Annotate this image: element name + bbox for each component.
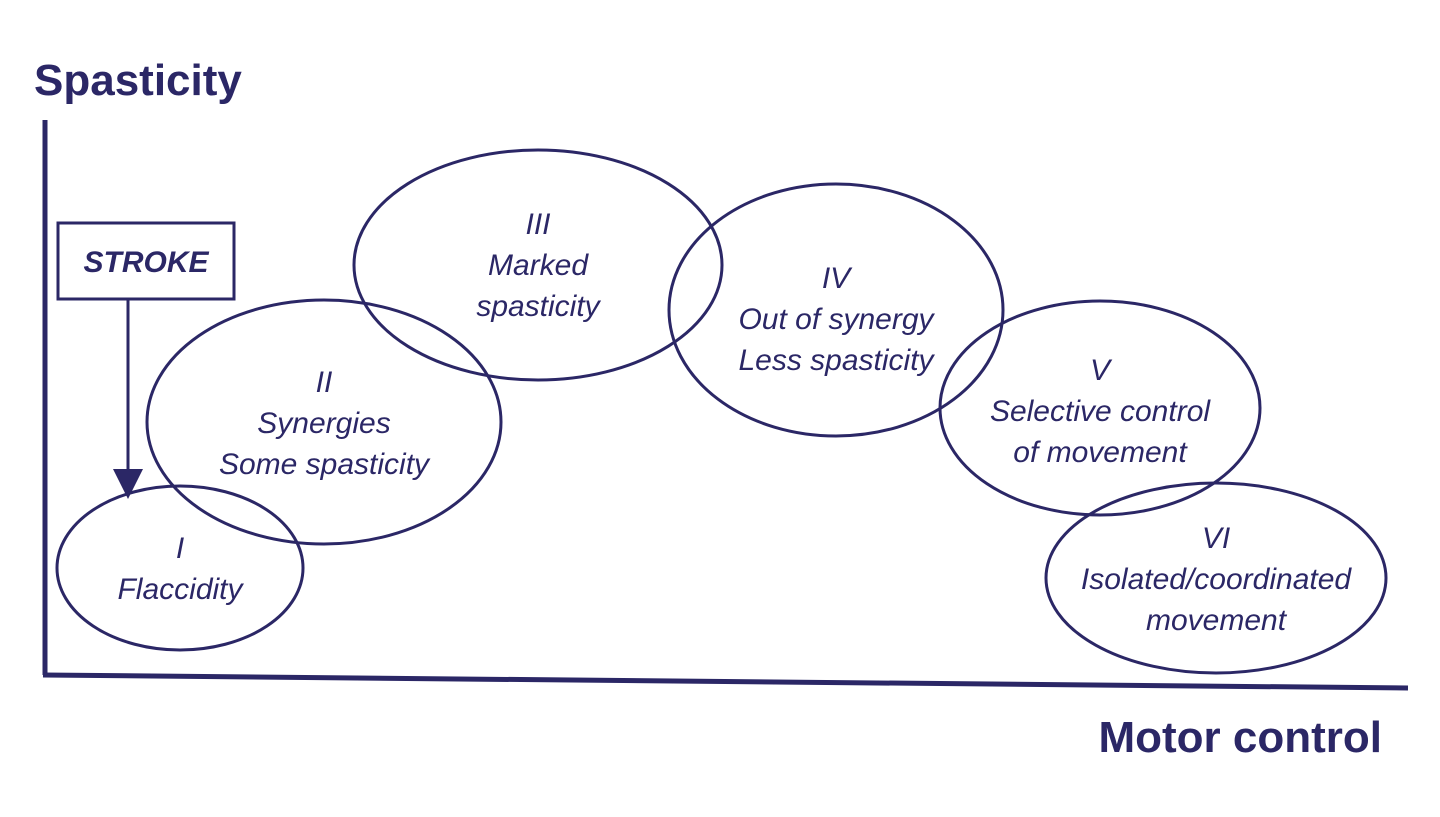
stroke-box-frame [56, 221, 236, 301]
stage-3-numeral: III [525, 208, 550, 241]
stage-5-label-line: of movement [1013, 436, 1188, 469]
stage-ellipse-6 [1044, 481, 1388, 675]
stage-ellipses [55, 148, 1388, 675]
x-axis-title: Motor control [1098, 713, 1382, 762]
stage-4-numeral: IV [822, 262, 853, 295]
stage-3-label-line: spasticity [476, 290, 601, 323]
stage-ellipse-4 [667, 182, 1005, 438]
stage-5-label-line: Selective control [990, 395, 1211, 428]
stage-1-numeral: I [176, 532, 184, 565]
x-axis-line [42, 672, 1409, 691]
stage-2-label-line: Synergies [257, 407, 390, 440]
stage-ellipse-3 [352, 148, 724, 382]
stroke-box: STROKE [56, 221, 236, 301]
stage-6-numeral: VI [1202, 522, 1230, 555]
stage-2-label-line: Some spasticity [219, 448, 431, 481]
stage-ellipse-5 [938, 299, 1262, 517]
y-axis-title: Spasticity [34, 56, 242, 105]
stage-ellipse-2 [145, 298, 503, 546]
stage-4-label-line: Out of synergy [738, 303, 935, 336]
stage-5-numeral: V [1090, 354, 1113, 387]
stroke-box-label: STROKE [83, 246, 209, 279]
stage-6-label-line: Isolated/coordinated [1081, 563, 1353, 596]
stage-3-label-line: Marked [488, 249, 589, 282]
stage-1-label-line: Flaccidity [117, 573, 244, 606]
stage-2-numeral: II [316, 366, 333, 399]
stage-6-label-line: movement [1146, 604, 1288, 637]
stage-4-label-line: Less spasticity [738, 344, 935, 377]
stage-ellipse-1 [55, 484, 305, 652]
